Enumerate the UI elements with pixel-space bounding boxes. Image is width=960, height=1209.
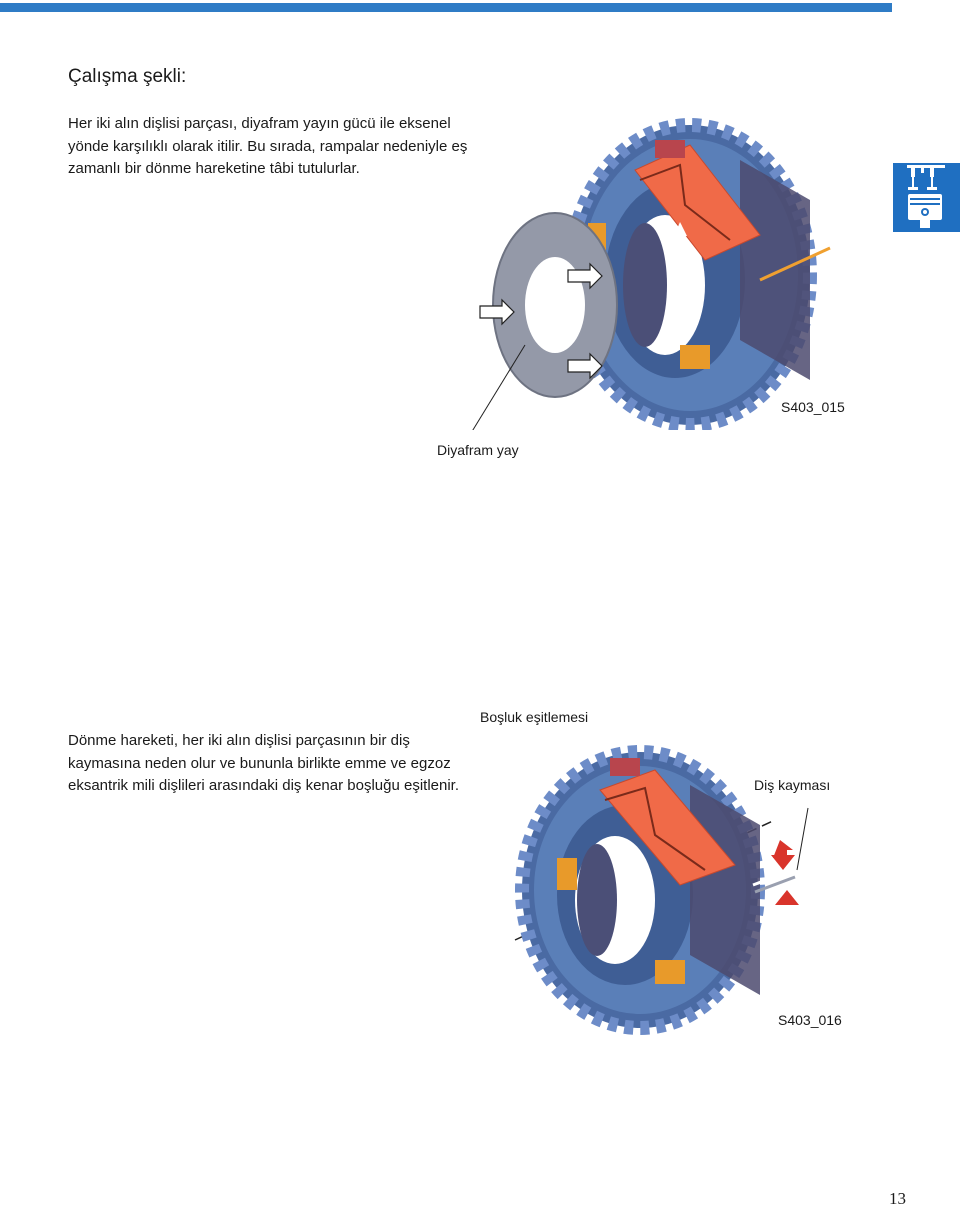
red-arrow-up-icon — [775, 890, 799, 905]
paragraph-tooth-shift: Dönme hareketi, her iki alın dişlisi par… — [68, 732, 460, 794]
push-arrow-icon — [567, 262, 603, 290]
top-accent-bar — [0, 3, 892, 12]
section-heading: Çalışma şekli: — [68, 66, 187, 87]
figure2-code: S403_016 — [778, 1012, 842, 1028]
figure-gear-with-spring — [472, 118, 831, 430]
gear-assembly — [563, 118, 817, 430]
lug — [655, 960, 685, 984]
page-number: 13 — [889, 1189, 906, 1208]
diaphragm-spring — [492, 212, 618, 398]
push-arrow-icon — [567, 352, 603, 380]
engine-valve-piston-icon — [907, 165, 945, 228]
red-arrow-down-icon — [773, 840, 793, 858]
label-clearance-compensation: Boşluk eşitlemesi — [480, 709, 589, 725]
lug — [680, 345, 710, 369]
push-arrow-icon — [479, 298, 515, 326]
ramp — [599, 769, 736, 886]
figure1-code: S403_015 — [781, 399, 845, 415]
lug — [557, 858, 577, 890]
red-arrow-down-icon — [771, 855, 795, 870]
section-tab — [893, 163, 960, 232]
label-tooth-shift: Diş kayması — [754, 777, 831, 793]
label-diaphragm-spring: Diyafram yay — [437, 442, 519, 458]
paragraph-operation: Her iki alın dişlisi parçası, diyafram y… — [68, 115, 468, 177]
figure-gear-tooth-shift — [514, 745, 809, 1035]
